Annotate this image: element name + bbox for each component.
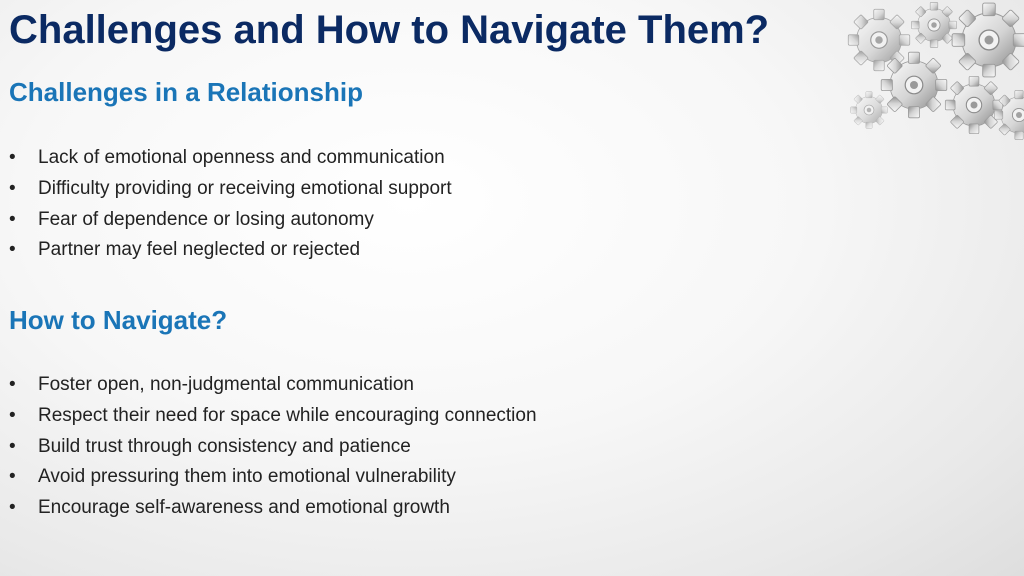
bullet-text: Avoid pressuring them into emotional vul… — [38, 466, 456, 488]
bullet-text: Partner may feel neglected or rejected — [38, 239, 361, 261]
bullet-text: Difficulty providing or receiving emotio… — [38, 177, 452, 199]
bullet-icon: • — [9, 177, 16, 199]
bullet-icon: • — [9, 497, 16, 518]
slide-title: Challenges and How to Navigate Them? — [9, 8, 770, 52]
bullet-icon: • — [9, 404, 16, 426]
bullet-icon: • — [9, 239, 16, 261]
bullet-text: Lack of emotional openness and communica… — [38, 147, 445, 168]
section-heading-challenges: Challenges in a Relationship — [9, 77, 363, 107]
gears-icon — [847, 2, 1024, 141]
bullet-icon: • — [9, 466, 16, 488]
bullet-icon: • — [9, 435, 16, 457]
bullet-text: Fear of dependence or losing autonomy — [38, 208, 374, 230]
bullet-icon: • — [9, 147, 16, 168]
bullet-text: Encourage self-awareness and emotional g… — [38, 497, 450, 518]
bullet-text: Respect their need for space while encou… — [38, 404, 537, 426]
section-heading-navigate: How to Navigate? — [9, 305, 228, 335]
bullet-icon: • — [9, 208, 16, 230]
bullet-text: Foster open, non-judgmental communicatio… — [38, 374, 414, 395]
bullet-text: Build trust through consistency and pati… — [38, 435, 411, 457]
bullet-icon: • — [9, 374, 16, 395]
